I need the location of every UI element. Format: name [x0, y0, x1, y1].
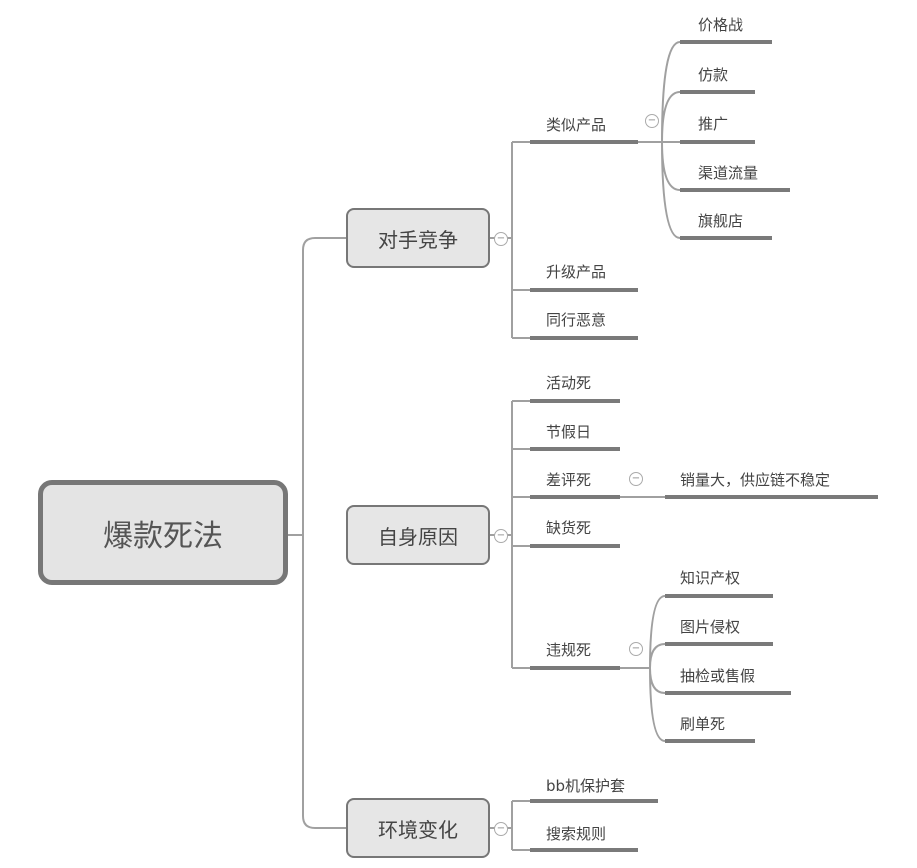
- node-underline: [680, 140, 755, 144]
- node-image-infringement[interactable]: 图片侵权: [680, 618, 741, 636]
- node-flagship-store[interactable]: 旗舰店: [698, 212, 744, 230]
- branch-label: 对手竞争: [378, 227, 458, 252]
- node-holidays[interactable]: 节假日: [546, 423, 592, 441]
- node-underline: [665, 739, 755, 743]
- branch-label: 自身原因: [378, 524, 458, 549]
- collapse-toggle-icon[interactable]: −: [629, 642, 643, 656]
- node-inspection-counterfeit[interactable]: 抽检或售假: [680, 667, 756, 685]
- node-similar-products[interactable]: 类似产品: [546, 116, 607, 134]
- node-brushing-death[interactable]: 刷单死: [680, 715, 726, 733]
- node-underline: [530, 336, 638, 340]
- node-supply-chain-unstable[interactable]: 销量大，供应链不稳定: [680, 471, 831, 489]
- node-bad-review-death[interactable]: 差评死: [546, 471, 592, 489]
- branch-node-environment[interactable]: 环境变化: [346, 798, 490, 858]
- branch-label: 环境变化: [378, 817, 458, 842]
- node-ip[interactable]: 知识产权: [680, 569, 741, 587]
- node-upgrade-products[interactable]: 升级产品: [546, 263, 607, 281]
- node-underline: [665, 642, 773, 646]
- node-activity-death[interactable]: 活动死: [546, 374, 592, 392]
- node-underline: [530, 399, 620, 403]
- node-underline: [665, 691, 791, 695]
- node-underline: [680, 90, 755, 94]
- node-underline: [530, 288, 638, 292]
- collapse-toggle-icon[interactable]: −: [494, 232, 508, 246]
- root-node[interactable]: 爆款死法: [38, 480, 288, 585]
- node-peer-malice[interactable]: 同行恶意: [546, 311, 607, 329]
- node-channel-traffic[interactable]: 渠道流量: [698, 164, 759, 182]
- node-imitation[interactable]: 仿款: [698, 66, 729, 84]
- collapse-toggle-icon[interactable]: −: [629, 472, 643, 486]
- node-underline: [680, 236, 772, 240]
- node-underline: [530, 799, 658, 803]
- node-underline: [665, 495, 878, 499]
- collapse-toggle-icon[interactable]: −: [645, 114, 659, 128]
- node-violation-death[interactable]: 违规死: [546, 641, 592, 659]
- node-underline: [530, 544, 620, 548]
- node-stockout-death[interactable]: 缺货死: [546, 519, 592, 537]
- root-label: 爆款死法: [103, 518, 223, 554]
- node-underline: [530, 495, 620, 499]
- node-underline: [680, 188, 790, 192]
- collapse-toggle-icon[interactable]: −: [494, 529, 508, 543]
- node-bb-case[interactable]: bb机保护套: [546, 777, 626, 795]
- node-price-war[interactable]: 价格战: [698, 16, 744, 34]
- node-underline: [530, 666, 620, 670]
- node-underline: [530, 140, 638, 144]
- node-underline: [530, 848, 638, 852]
- node-underline: [530, 447, 620, 451]
- node-underline: [665, 594, 773, 598]
- node-search-rules[interactable]: 搜索规则: [546, 825, 607, 843]
- branch-node-self[interactable]: 自身原因: [346, 505, 490, 565]
- node-underline: [680, 40, 772, 44]
- branch-node-competition[interactable]: 对手竞争: [346, 208, 490, 268]
- node-promotion[interactable]: 推广: [698, 115, 729, 133]
- collapse-toggle-icon[interactable]: −: [494, 822, 508, 836]
